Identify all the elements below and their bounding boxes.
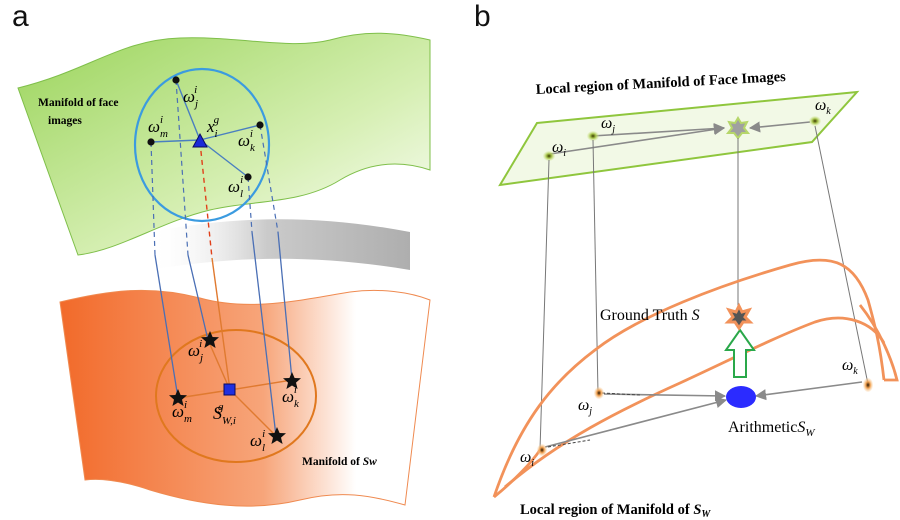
sw-local-region-curve bbox=[492, 258, 899, 499]
top-point-omega-i bbox=[543, 151, 555, 161]
bottom-point-omega-i bbox=[537, 444, 547, 456]
top-point-omega-j bbox=[587, 131, 599, 141]
face-dashed-drops bbox=[150, 79, 279, 256]
query-point-triangle bbox=[192, 132, 208, 148]
manifold-shadow bbox=[150, 219, 410, 270]
correspondence-lines bbox=[154, 231, 293, 437]
ground-truth-label: Ground Truth S bbox=[600, 307, 700, 324]
sw-spokes bbox=[177, 339, 293, 437]
panel-label-b: b bbox=[474, 0, 491, 33]
bottom-point-omega-k bbox=[863, 378, 873, 392]
query-correspondence-line bbox=[211, 257, 231, 391]
refinement-arrow bbox=[724, 328, 756, 378]
bottom-region-title: Local region of Manifold of SW bbox=[520, 502, 711, 520]
sw-manifold-label: Manifold of Sw bbox=[302, 456, 377, 468]
label-face-omega-m: ωmi bbox=[148, 114, 168, 140]
label-sw-omega-k: ωki bbox=[282, 384, 300, 410]
query-dashed-drop bbox=[199, 141, 213, 259]
sw-query-square bbox=[223, 383, 236, 396]
sw-manifold-surface bbox=[59, 289, 431, 507]
label-sw-omega-m: ωmi bbox=[172, 399, 192, 425]
bottom-dashed-ties bbox=[547, 392, 641, 448]
arithmetic-sw-point bbox=[726, 386, 756, 408]
label-top-omega-i: ωi bbox=[552, 139, 566, 159]
label-query-x: xig bbox=[206, 114, 220, 140]
top-weight-arrows bbox=[549, 121, 811, 155]
label-face-omega-l: ωli bbox=[228, 174, 243, 200]
label-face-omega-j: ωji bbox=[183, 84, 198, 110]
label-sw-omega-l: ωli bbox=[250, 428, 265, 454]
arithmetic-label: ArithmeticSW bbox=[728, 419, 815, 439]
label-sw-omega-j: ωji bbox=[188, 338, 203, 364]
sw-star-points bbox=[169, 331, 301, 444]
face-local-region-plane bbox=[498, 90, 860, 187]
sw-neighborhood-ellipse bbox=[155, 329, 317, 463]
label-face-omega-k: ωki bbox=[238, 128, 256, 154]
face-neighborhood-circle bbox=[133, 67, 271, 223]
top-region-title: Local region of Manifold of Face Images bbox=[535, 69, 786, 98]
label-top-omega-j: ωj bbox=[601, 115, 615, 135]
face-manifold-label-line2: images bbox=[48, 115, 82, 127]
label-top-omega-k: ωk bbox=[815, 97, 831, 117]
bottom-point-omega-j bbox=[594, 387, 604, 399]
ground-truth-star bbox=[724, 302, 754, 331]
face-neighbor-points bbox=[147, 76, 264, 181]
face-manifold-label-line1: Manifold of face bbox=[38, 97, 118, 109]
face-spokes bbox=[150, 79, 261, 178]
label-bottom-omega-i: ωi bbox=[520, 449, 534, 469]
panel-label-a: a bbox=[12, 0, 29, 33]
top-point-omega-k bbox=[809, 116, 821, 126]
label-bottom-omega-j: ωj bbox=[578, 397, 592, 417]
face-manifold-surface bbox=[17, 32, 431, 256]
label-bottom-omega-k: ωk bbox=[842, 357, 858, 377]
label-sw-query-S: SW,ig bbox=[213, 401, 236, 427]
